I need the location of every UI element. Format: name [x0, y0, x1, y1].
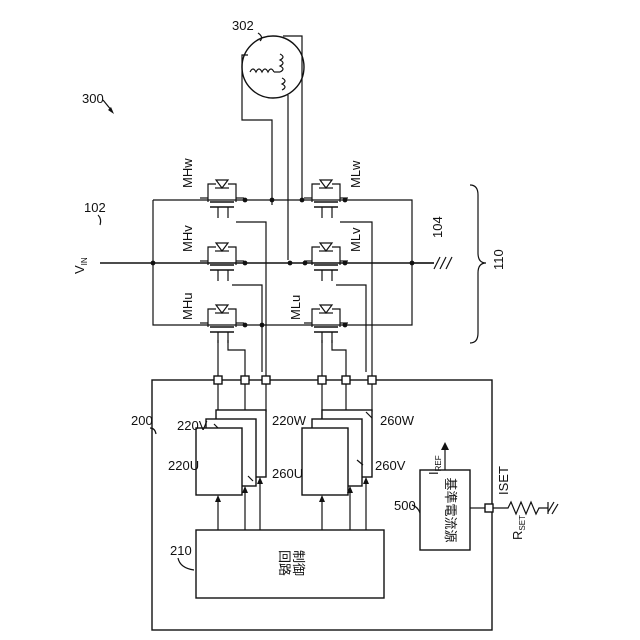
mosfet-mhu — [200, 305, 244, 343]
bridge-brace — [470, 185, 486, 343]
motor-lead-w — [283, 36, 302, 200]
ground-ref: 104 — [430, 216, 445, 238]
mosfet-mlv — [304, 243, 348, 281]
label-220v: 220V — [177, 418, 208, 433]
coil-u — [250, 69, 274, 72]
vin-label: VIN — [72, 257, 89, 274]
driver-stack-260 — [302, 410, 372, 495]
label-mhw: MHw — [180, 158, 195, 188]
motor-ref: 302 — [232, 18, 254, 33]
label-mhu: MHu — [180, 293, 195, 320]
vin-ref: 102 — [84, 200, 106, 215]
rset-ground — [548, 502, 558, 514]
label-220w: 220W — [272, 413, 307, 428]
mosfet-mlu — [304, 305, 348, 343]
iset-pin — [485, 504, 493, 512]
rset-label: RSET — [510, 515, 527, 540]
label-mlv: MLv — [348, 227, 363, 252]
motor-lead-u — [242, 55, 272, 205]
iset-label: ISET — [496, 466, 511, 495]
label-260v: 260V — [375, 458, 406, 473]
label-220u: 220U — [168, 458, 199, 473]
coil-w — [282, 78, 285, 90]
reference-current-source-label: 基準電流源 — [443, 477, 458, 542]
coil-v — [280, 54, 283, 72]
ground-104 — [434, 257, 452, 269]
mosfet-mhw — [200, 180, 244, 218]
mosfet-mlw — [304, 180, 348, 218]
driver-220u — [196, 428, 242, 495]
driver-260u — [302, 428, 348, 495]
label-mlu: MLu — [288, 295, 303, 320]
label-260u: 260U — [272, 466, 303, 481]
fig-ref: 300 — [82, 91, 104, 106]
control-ref: 210 — [170, 543, 192, 558]
rset-resistor — [493, 502, 548, 514]
label-mhv: MHv — [180, 225, 195, 252]
label-260w: 260W — [380, 413, 415, 428]
bridge-ref: 110 — [491, 249, 506, 270]
label-mlw: MLw — [348, 160, 363, 188]
motor — [242, 36, 304, 260]
bridge-frame — [100, 200, 434, 325]
ic-ref: 200 — [131, 413, 153, 428]
control-circuit-label: 制御回路 — [277, 550, 306, 576]
mosfet-mhv — [200, 243, 244, 281]
